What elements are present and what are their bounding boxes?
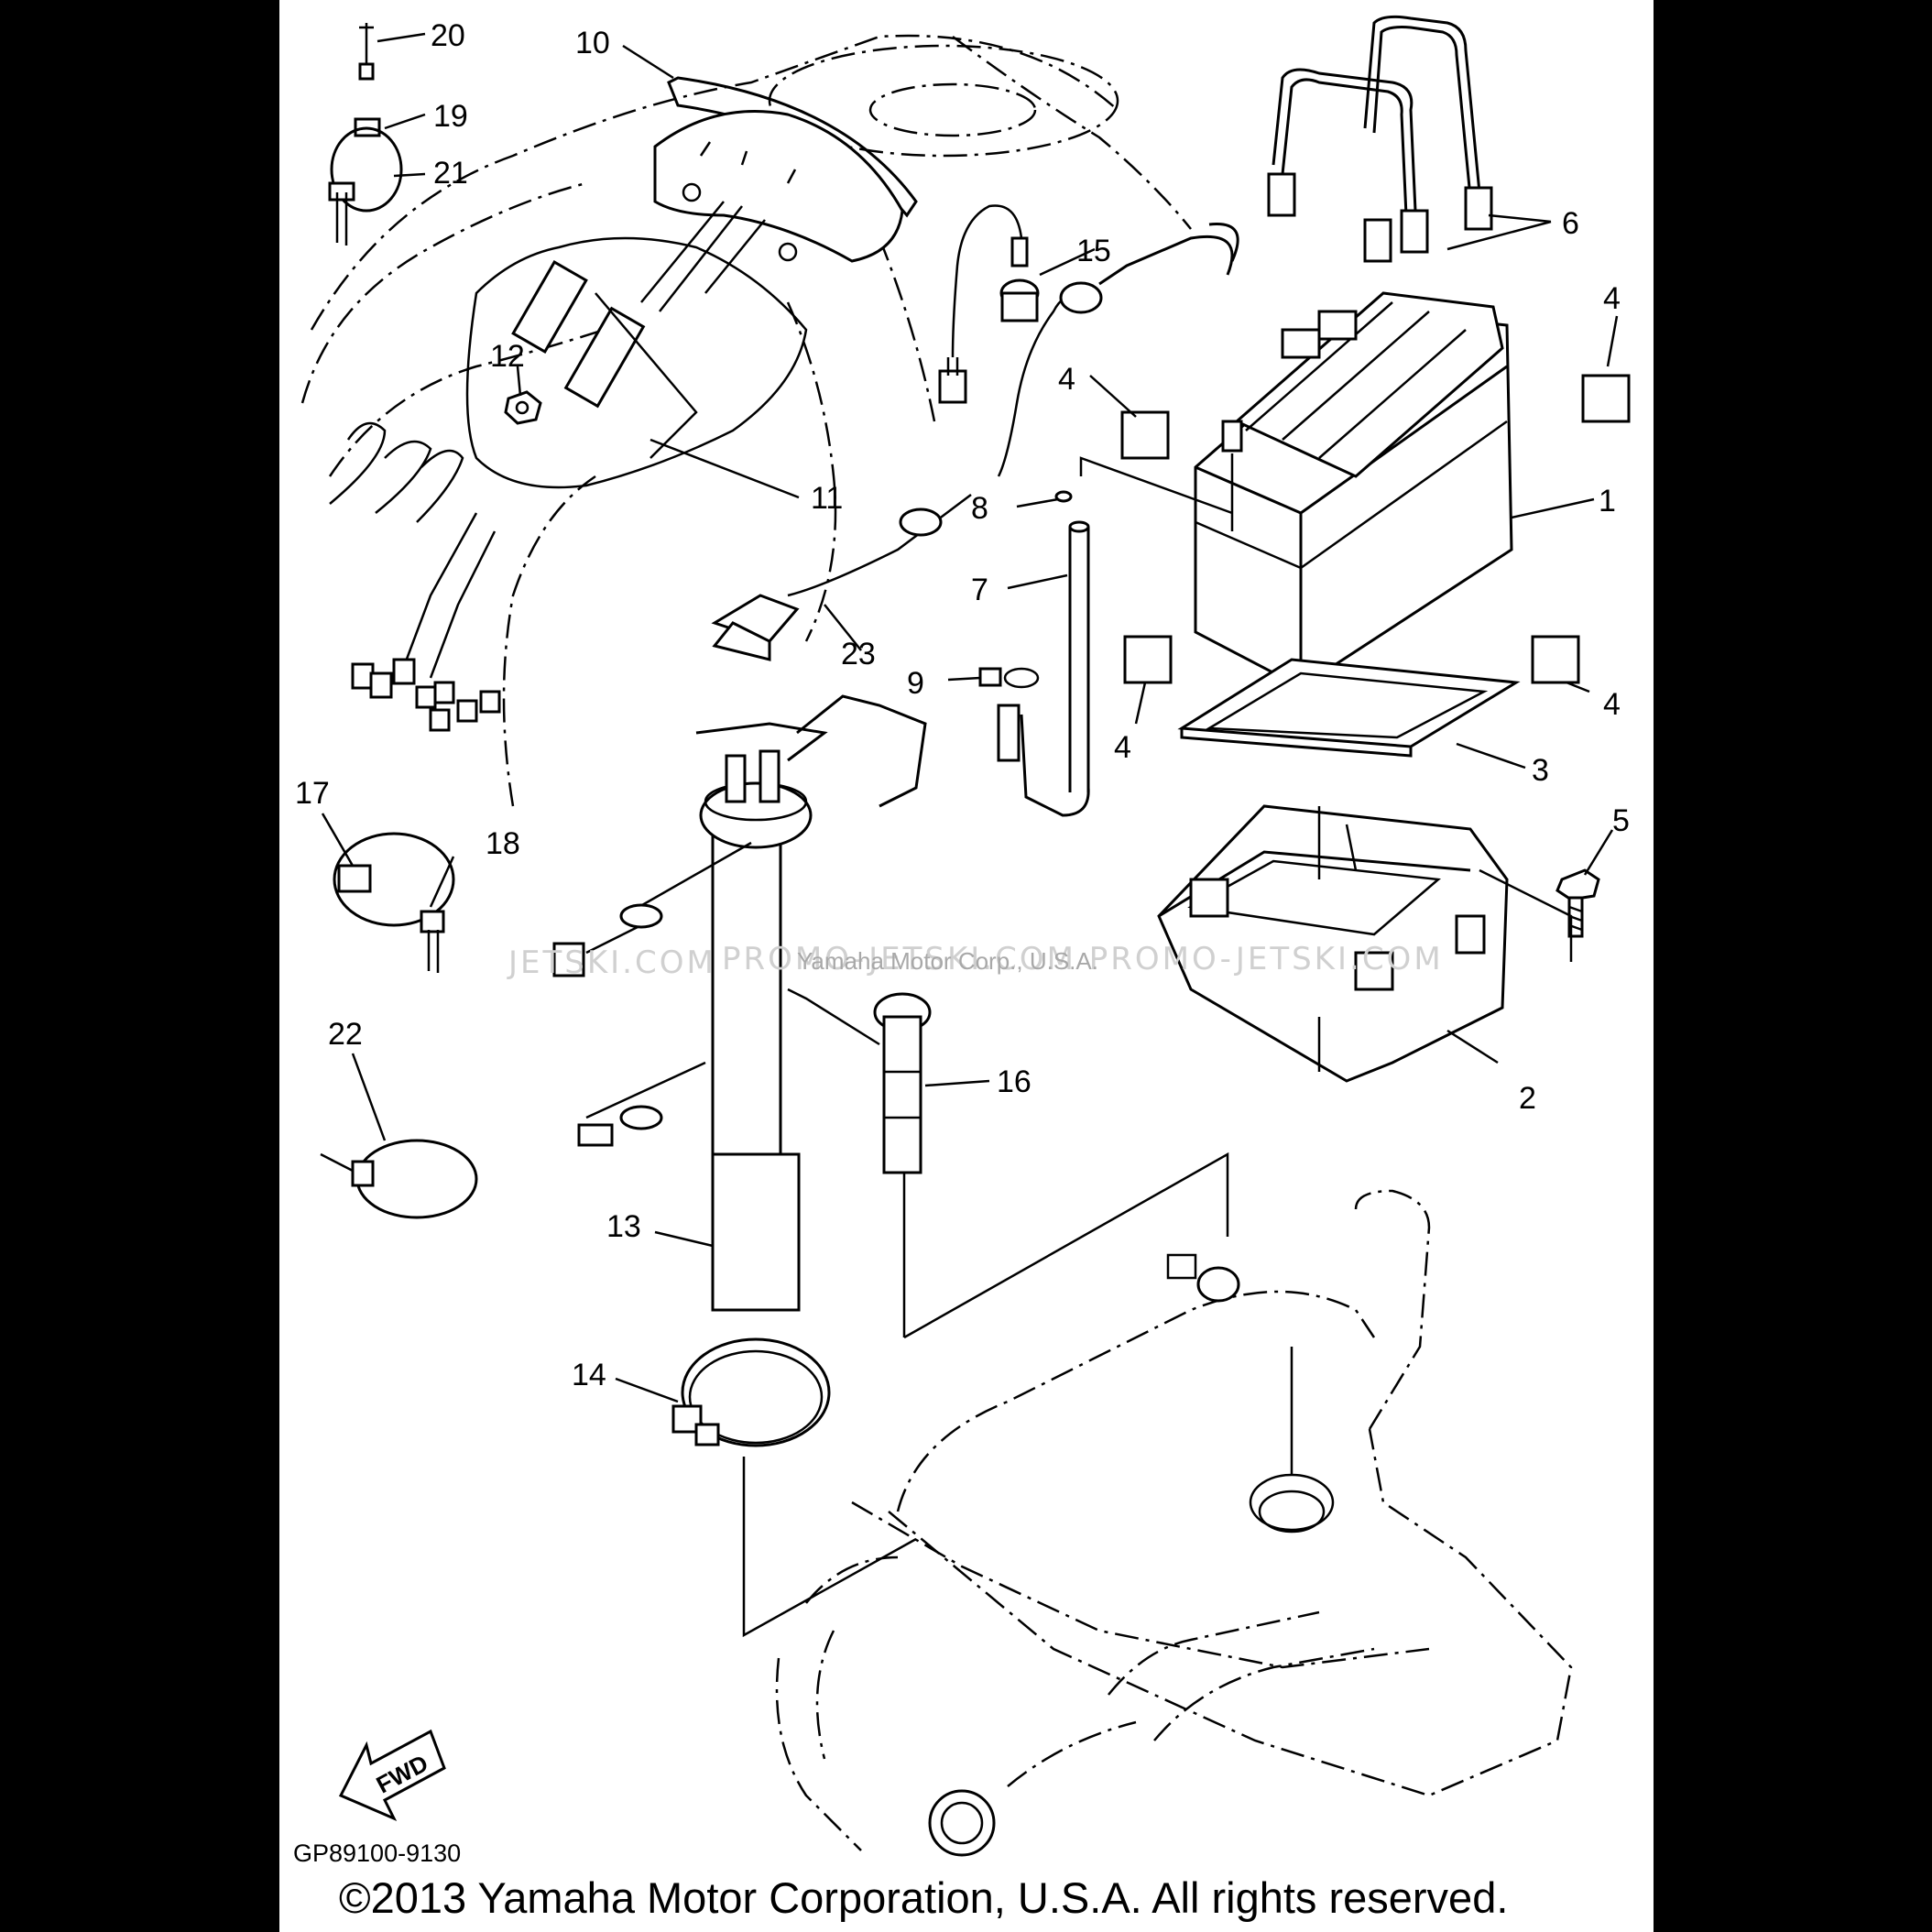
callout-5: 5 (1612, 803, 1630, 838)
callout-3: 3 (1532, 753, 1549, 788)
watermark-left: JETSKI.COM (507, 944, 716, 981)
leader-lines (321, 32, 1619, 1403)
callout-14: 14 (572, 1358, 606, 1392)
watermark-right: PROMO-JETSKI.COM PROMO-JETSKI.COM (722, 941, 1444, 977)
callout-6: 6 (1562, 206, 1579, 241)
nut-part (504, 390, 542, 425)
callout-4b: 4 (1058, 362, 1075, 397)
battery (1194, 291, 1513, 689)
fuel-tank-outline (775, 1189, 1573, 1857)
watermark-center: Yamaha Motor Corp., U.S.A. (797, 947, 1098, 975)
callout-21: 21 (433, 156, 468, 191)
fuel-sender (552, 694, 927, 1312)
band-clamps (320, 832, 478, 1219)
callout-8: 8 (971, 491, 988, 526)
callout-15: 15 (1076, 234, 1111, 268)
callout-20: 20 (431, 18, 465, 53)
callout-11: 11 (811, 481, 843, 516)
harness-connectors (351, 512, 501, 732)
battery-mat (1177, 658, 1521, 758)
copyright-notice: ©2013 Yamaha Motor Corporation, U.S.A. A… (339, 1873, 1508, 1922)
callout-4c: 4 (1603, 687, 1621, 722)
callout-17: 17 (295, 776, 330, 811)
meter-unit (511, 76, 918, 459)
battery-straps (1267, 15, 1493, 263)
callout-9: 9 (907, 666, 924, 701)
bolt-part (1555, 868, 1600, 938)
callout-16: 16 (997, 1064, 1031, 1099)
fuel-sensor (787, 988, 932, 1174)
fwd-arrow-icon: FWD (338, 1729, 446, 1822)
vent-tube-parts (978, 490, 1090, 817)
callout-10: 10 (575, 26, 610, 60)
plug-wire-part (938, 204, 1040, 404)
clip-band-part (328, 23, 403, 246)
callout-12: 12 (490, 339, 525, 374)
hose-clamp (671, 1337, 831, 1447)
battery-box (1157, 804, 1509, 1083)
callout-4d: 4 (1114, 730, 1131, 765)
callout-13: 13 (606, 1209, 641, 1244)
callout-22: 22 (328, 1017, 363, 1052)
callout-1: 1 (1599, 484, 1616, 518)
callout-7: 7 (971, 573, 988, 607)
part-code: GP89100-9130 (293, 1839, 461, 1867)
battery-cable (711, 223, 1239, 661)
battery-pads (1120, 374, 1631, 684)
assembly-lines (742, 456, 1573, 1638)
callout-23: 23 (841, 637, 876, 671)
hull-outline (300, 34, 1192, 807)
callout-2: 2 (1519, 1081, 1536, 1116)
callout-19: 19 (433, 99, 468, 134)
callout-labels: 20 19 21 10 12 11 15 6 4 4 1 8 7 23 9 4 … (295, 18, 1630, 1392)
callout-18: 18 (486, 826, 520, 861)
callout-4a: 4 (1603, 281, 1621, 316)
